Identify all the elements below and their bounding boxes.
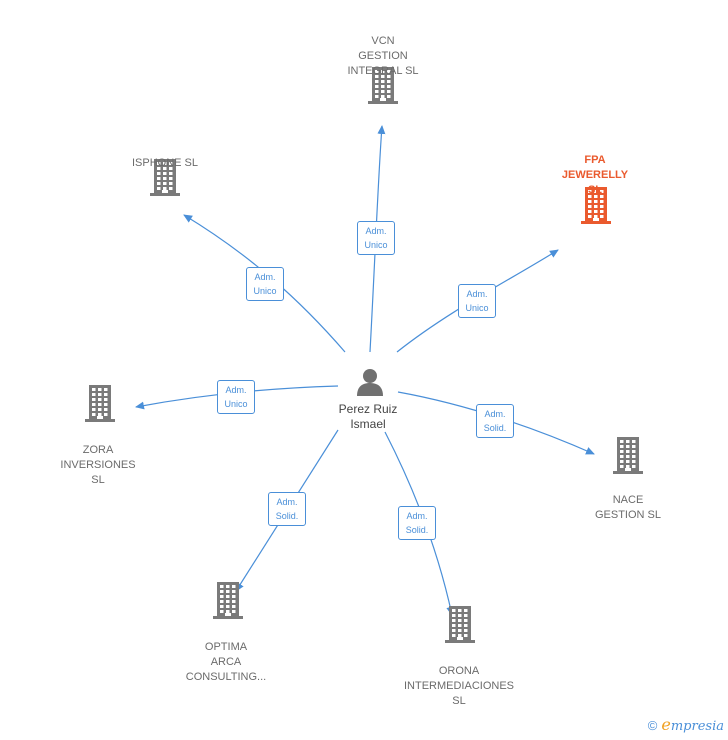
role-badge-orona: Adm. Solid. bbox=[398, 506, 436, 540]
person-icon bbox=[357, 369, 383, 396]
building-icon bbox=[213, 582, 243, 619]
building-icon bbox=[613, 437, 643, 474]
brand-name: mpresia bbox=[670, 719, 724, 734]
building-icon bbox=[445, 606, 475, 643]
brand-logo: ©empresia bbox=[648, 715, 724, 734]
building-icon bbox=[368, 67, 398, 104]
company-name: ORONA INTERMEDIACIONES SL bbox=[403, 665, 515, 707]
building-icon bbox=[581, 187, 611, 224]
copyright-icon: © bbox=[647, 718, 658, 733]
brand-initial: e bbox=[661, 715, 671, 734]
role-badge-zora: Adm. Unico bbox=[217, 380, 255, 414]
company-name: ISPHONE SL bbox=[131, 157, 199, 169]
company-name: VCN GESTION INTEGRAL SL bbox=[347, 35, 419, 77]
role-badge-isphone: Adm. Unico bbox=[246, 267, 284, 301]
building-icon bbox=[150, 159, 180, 196]
company-name: ZORA INVERSIONES SL bbox=[60, 444, 136, 486]
center-person-name: Perez Ruiz Ismael bbox=[338, 402, 398, 431]
role-badge-vcn: Adm. Unico bbox=[357, 221, 395, 255]
company-name: OPTIMA ARCA CONSULTING... bbox=[185, 641, 267, 683]
building-icon bbox=[85, 385, 115, 422]
company-name: FPA JEWERELLY SL bbox=[561, 154, 629, 196]
company-name: NACE GESTION SL bbox=[594, 494, 662, 521]
role-badge-nace: Adm. Solid. bbox=[476, 404, 514, 438]
role-badge-fpa: Adm. Unico bbox=[458, 284, 496, 318]
role-badge-optima: Adm. Solid. bbox=[268, 492, 306, 526]
